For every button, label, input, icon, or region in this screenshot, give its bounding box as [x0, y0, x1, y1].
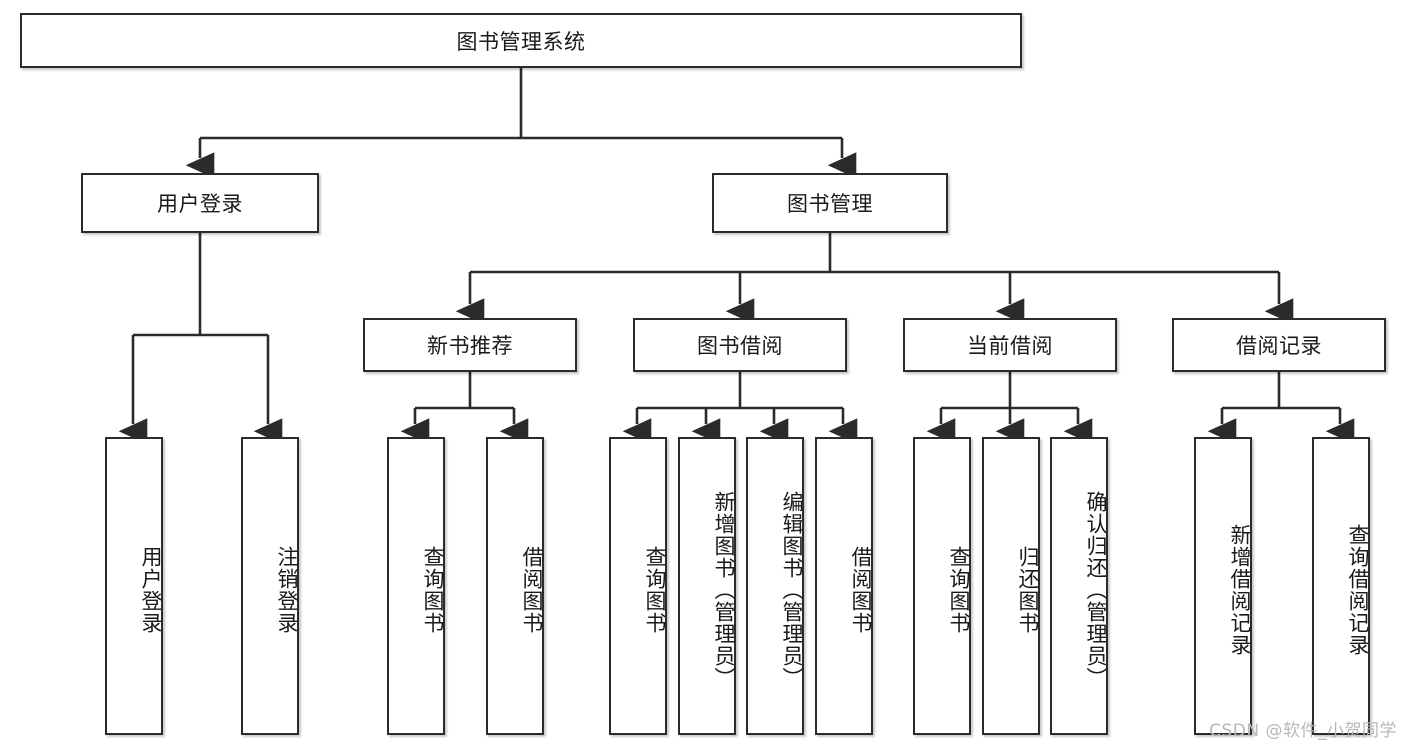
node-root-label: 图书管理系统 — [456, 29, 586, 54]
node-borrow-record[interactable]: 借阅记录 — [1172, 318, 1386, 372]
node-user-login-label: 用户登录 — [157, 192, 243, 216]
leaf-confirm-return-label: 确认归还（管理员） — [1084, 491, 1108, 689]
leaf-add-book[interactable]: 新增图书（管理员） — [678, 437, 736, 735]
leaf-query-book-3[interactable]: 查询图书 — [913, 437, 971, 735]
leaf-query-record-label: 查询借阅记录 — [1346, 524, 1370, 656]
node-book-manage-label: 图书管理 — [787, 192, 873, 216]
node-current-borrow[interactable]: 当前借阅 — [903, 318, 1117, 372]
watermark: CSDN @软件_小贺同学 — [1209, 721, 1397, 741]
leaf-borrow-book-2[interactable]: 借阅图书 — [815, 437, 873, 735]
leaf-borrow-book-1[interactable]: 借阅图书 — [486, 437, 544, 735]
leaf-edit-book-label: 编辑图书（管理员） — [780, 491, 804, 689]
leaf-logout-login[interactable]: 注销登录 — [241, 437, 299, 735]
node-new-book-recommend-label: 新书推荐 — [427, 334, 513, 358]
leaf-user-login[interactable]: 用户登录 — [105, 437, 163, 735]
leaf-return-book-label: 归还图书 — [1016, 546, 1040, 634]
node-book-borrow-label: 图书借阅 — [697, 334, 783, 358]
leaf-add-record-label: 新增借阅记录 — [1228, 524, 1252, 656]
leaf-borrow-book-2-label: 借阅图书 — [849, 546, 873, 634]
leaf-query-book-2-label: 查询图书 — [643, 546, 667, 634]
leaf-query-book-2[interactable]: 查询图书 — [609, 437, 667, 735]
leaf-borrow-book-1-label: 借阅图书 — [520, 546, 544, 634]
leaf-query-record[interactable]: 查询借阅记录 — [1312, 437, 1370, 735]
node-new-book-recommend[interactable]: 新书推荐 — [363, 318, 577, 372]
leaf-return-book[interactable]: 归还图书 — [982, 437, 1040, 735]
node-root[interactable]: 图书管理系统 — [20, 13, 1022, 68]
leaf-add-book-label: 新增图书（管理员） — [712, 491, 736, 689]
leaf-logout-login-label: 注销登录 — [275, 546, 299, 634]
leaf-confirm-return[interactable]: 确认归还（管理员） — [1050, 437, 1108, 735]
node-borrow-record-label: 借阅记录 — [1236, 334, 1322, 358]
node-user-login[interactable]: 用户登录 — [81, 173, 319, 233]
leaf-user-login-label: 用户登录 — [139, 546, 163, 634]
leaf-query-book-1[interactable]: 查询图书 — [387, 437, 445, 735]
node-book-manage[interactable]: 图书管理 — [712, 173, 948, 233]
leaf-add-record[interactable]: 新增借阅记录 — [1194, 437, 1252, 735]
leaf-query-book-1-label: 查询图书 — [421, 546, 445, 634]
leaf-edit-book[interactable]: 编辑图书（管理员） — [746, 437, 804, 735]
node-current-borrow-label: 当前借阅 — [967, 334, 1053, 358]
leaf-query-book-3-label: 查询图书 — [947, 546, 971, 634]
node-book-borrow[interactable]: 图书借阅 — [633, 318, 847, 372]
